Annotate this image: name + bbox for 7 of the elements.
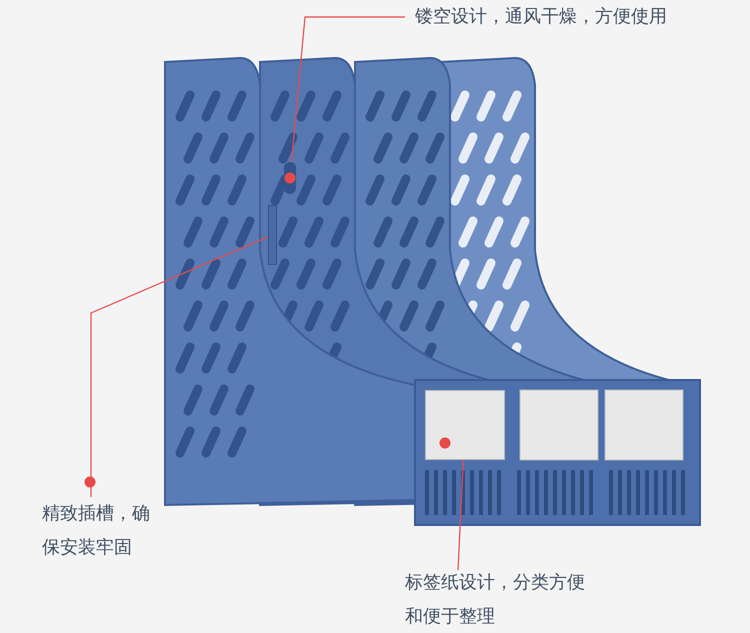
callout-text: 镂空设计，通风干燥，方便使用 bbox=[415, 0, 735, 34]
leader-line bbox=[90, 236, 268, 497]
callout-text: 精致插槽，确保安装牢固 bbox=[42, 497, 154, 565]
callout-text: 标签纸设计，分类方便和便于整理 bbox=[405, 566, 593, 633]
leader-line bbox=[457, 460, 464, 570]
label-card bbox=[425, 390, 505, 460]
leader-line bbox=[290, 16, 405, 162]
